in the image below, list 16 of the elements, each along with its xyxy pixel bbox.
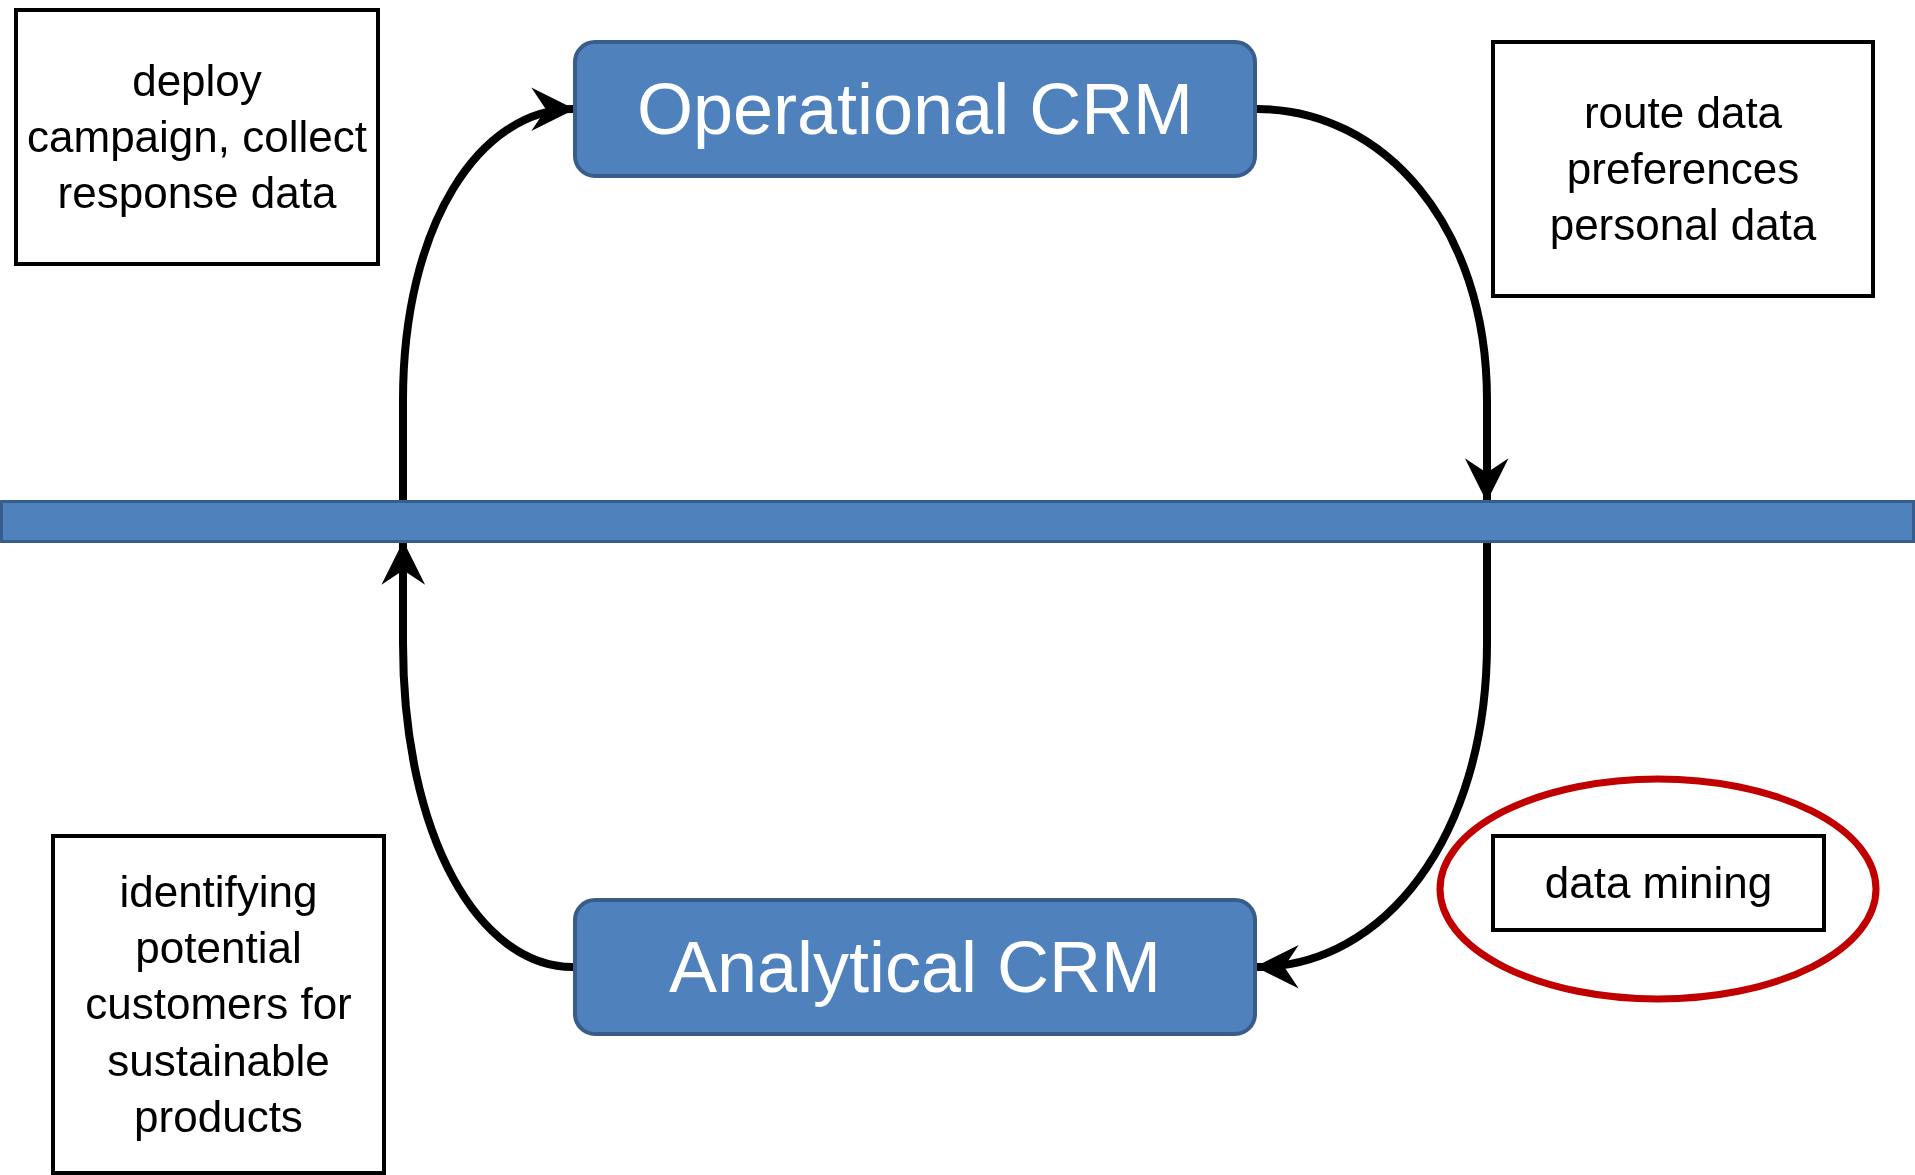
divider-band xyxy=(0,500,1915,543)
note-text: route data preferences personal data xyxy=(1548,86,1818,252)
note-text: deploy campaign, collect response data xyxy=(26,54,368,220)
curved-arrow xyxy=(1256,105,1509,502)
process-box xyxy=(573,40,1257,178)
highlight-ellipse xyxy=(1436,775,1880,1003)
text-box xyxy=(1491,834,1826,932)
note-text: identifying potential customers for sustainable products xyxy=(84,865,353,1143)
text-box xyxy=(51,834,386,1175)
process-box xyxy=(573,898,1257,1036)
text-box xyxy=(1491,40,1875,298)
text-box xyxy=(14,8,380,266)
node-title: Analytical CRM xyxy=(668,926,1162,1008)
note-text: data mining xyxy=(1544,856,1773,909)
curved-arrow xyxy=(381,541,574,971)
node-title: Operational CRM xyxy=(636,68,1194,150)
